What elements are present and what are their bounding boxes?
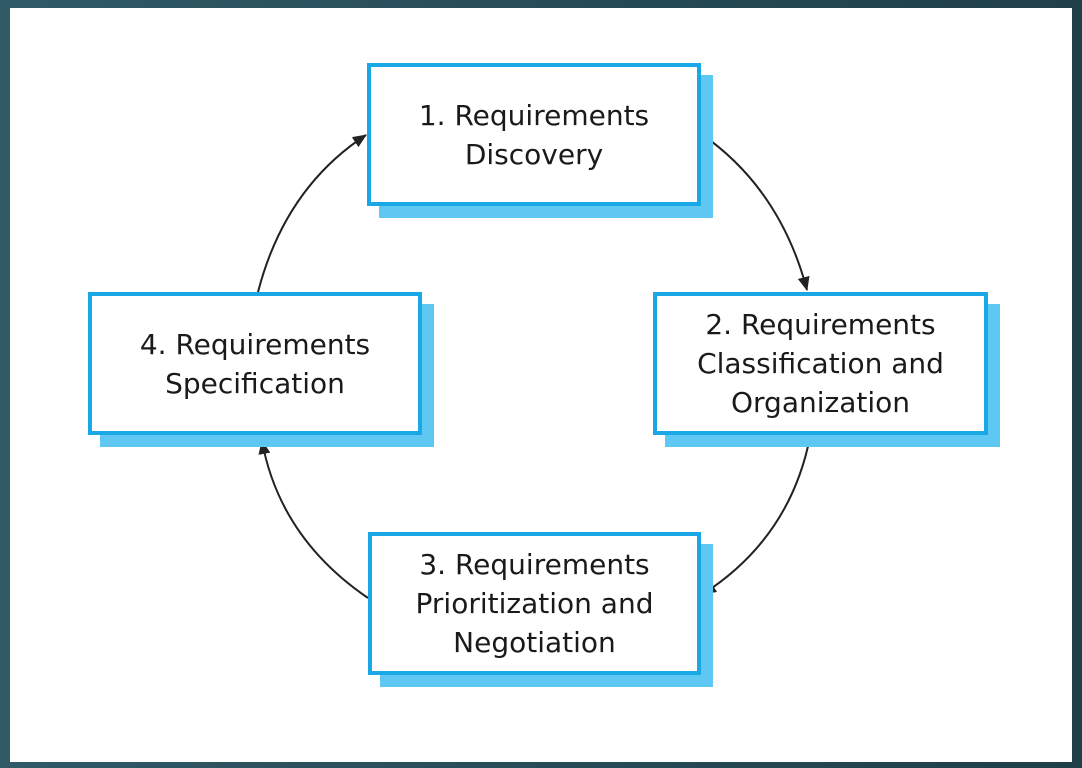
requirements-discovery-label: 1. Requirements Discovery [418, 98, 650, 171]
requirements-prioritization-label: 3. Requirements Prioritization and Negot… [415, 548, 654, 659]
requirements-specification-label: 4. Requirements Specification [139, 327, 371, 400]
arrow-classification-to-prioritization [702, 436, 811, 595]
arrow-discovery-to-classification [699, 132, 810, 291]
arrow-prioritization-to-specification [258, 440, 369, 599]
requirements-classification-label: 2. Requirements Classification and Organ… [697, 308, 944, 419]
requirements-discovery-box: 1. Requirements Discovery [367, 63, 701, 206]
requirements-prioritization-box: 3. Requirements Prioritization and Negot… [368, 532, 701, 675]
requirements-specification-box: 4. Requirements Specification [88, 292, 422, 435]
requirements-classification-box: 2. Requirements Classification and Organ… [653, 292, 988, 435]
process-cycle-arrows [257, 132, 811, 599]
arrow-specification-to-discovery [257, 134, 367, 293]
diagram-canvas: 1. Requirements Discovery 2. Requirement… [10, 8, 1072, 762]
